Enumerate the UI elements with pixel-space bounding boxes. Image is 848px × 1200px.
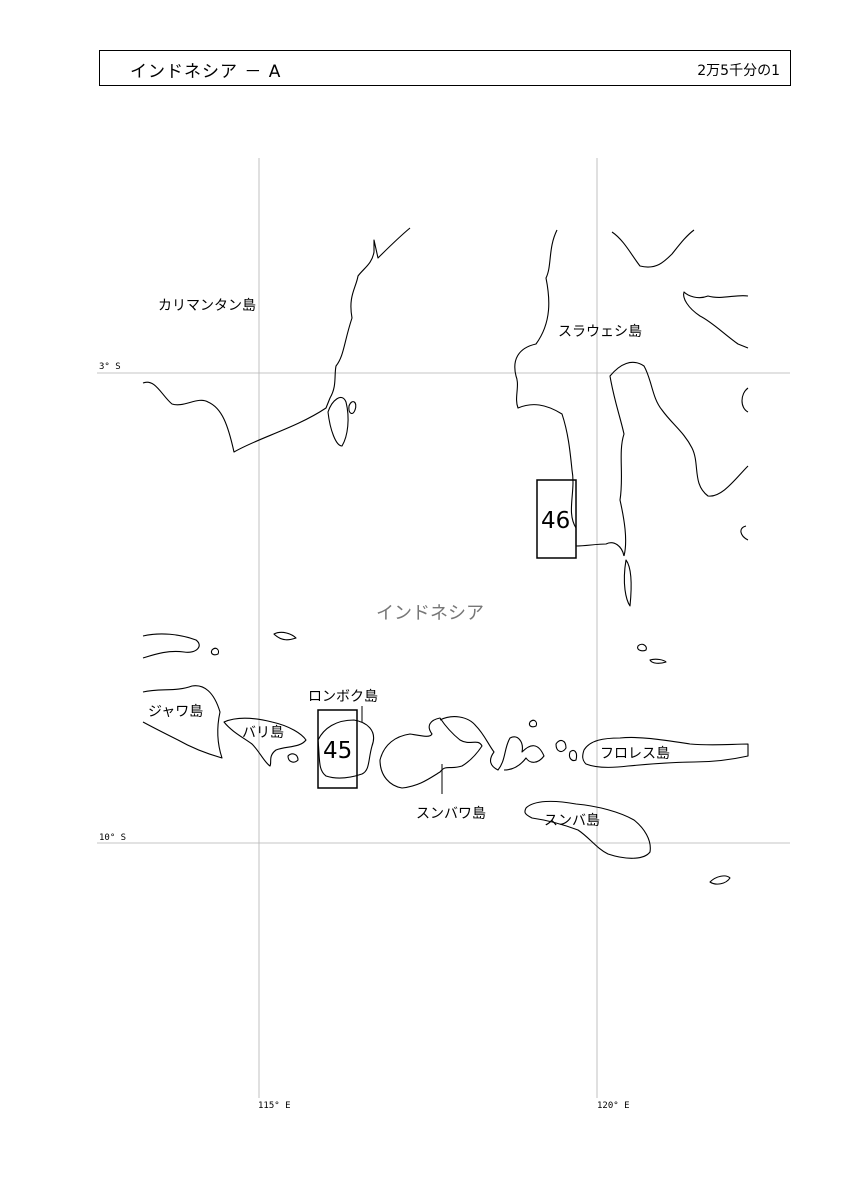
- islet-1-coastline: [210, 647, 220, 656]
- sulawesi-east-coastline: [683, 291, 749, 349]
- sheet-45[interactable]: 45: [317, 709, 358, 789]
- label-country: インドネシア: [376, 603, 484, 624]
- bali-coastline: [223, 717, 307, 767]
- label-sumba: スンバ島: [544, 813, 600, 829]
- nusa-penida-coastline: [287, 753, 299, 763]
- label-lombok: ロンボク島: [308, 689, 378, 705]
- islet-3-coastline: [649, 658, 667, 664]
- label-java: ジャワ島: [148, 704, 203, 720]
- sheet-45-number[interactable]: 45: [323, 738, 352, 764]
- sumbawa-coastline: [379, 717, 483, 789]
- map-scale: 2万5千分の1: [697, 63, 780, 79]
- lon-label-115e: 115° E: [258, 1101, 291, 1111]
- laut-island-coastline: [327, 397, 349, 447]
- savu-coastline: [709, 875, 731, 885]
- sulawesi-sw-coastline: [514, 229, 625, 557]
- sumbawa-east-coastline: [439, 716, 545, 771]
- kangean-coastline: [273, 631, 297, 641]
- sulawesi-east-islet-coastline: [740, 387, 749, 541]
- sulawesi-se-coastline: [609, 361, 749, 557]
- map-header: インドネシア － A 2万5千分の1: [99, 50, 791, 86]
- sulawesi-north-coastline: [611, 229, 695, 268]
- sheet-46-frame[interactable]: [536, 479, 577, 559]
- islet-2-coastline: [637, 643, 647, 652]
- map-title: インドネシア － A: [130, 62, 282, 82]
- selayar-coastline: [623, 559, 632, 607]
- sumba-coastline: [524, 800, 651, 859]
- komodo-coastline: [555, 739, 567, 753]
- java-coastline: [142, 685, 223, 759]
- rinca-coastline: [568, 749, 578, 762]
- graticule: [97, 158, 790, 1098]
- label-sulawesi: スラウェシ島: [558, 324, 642, 340]
- sheet-46[interactable]: 46: [536, 479, 577, 559]
- kalimantan-coastline: [142, 227, 411, 453]
- label-kalimantan: カリマンタン島: [158, 298, 256, 314]
- flores-coastline: [582, 736, 749, 768]
- coastlines: [142, 227, 749, 885]
- sheet-45-frame[interactable]: [317, 709, 358, 789]
- label-sumbawa: スンバワ島: [416, 806, 486, 822]
- madura-coastline: [142, 633, 200, 659]
- kalimantan-islet-coastline: [348, 401, 357, 415]
- label-flores: フロレス島: [600, 746, 670, 762]
- lat-label-10s: 10° S: [99, 833, 126, 843]
- sheet-46-number[interactable]: 46: [541, 508, 570, 534]
- label-bali: バリ島: [242, 725, 284, 741]
- sangeang-coastline: [528, 719, 538, 728]
- lombok-coastline: [317, 719, 374, 779]
- lat-label-3s: 3° S: [99, 362, 121, 372]
- lon-label-120e: 120° E: [597, 1101, 630, 1111]
